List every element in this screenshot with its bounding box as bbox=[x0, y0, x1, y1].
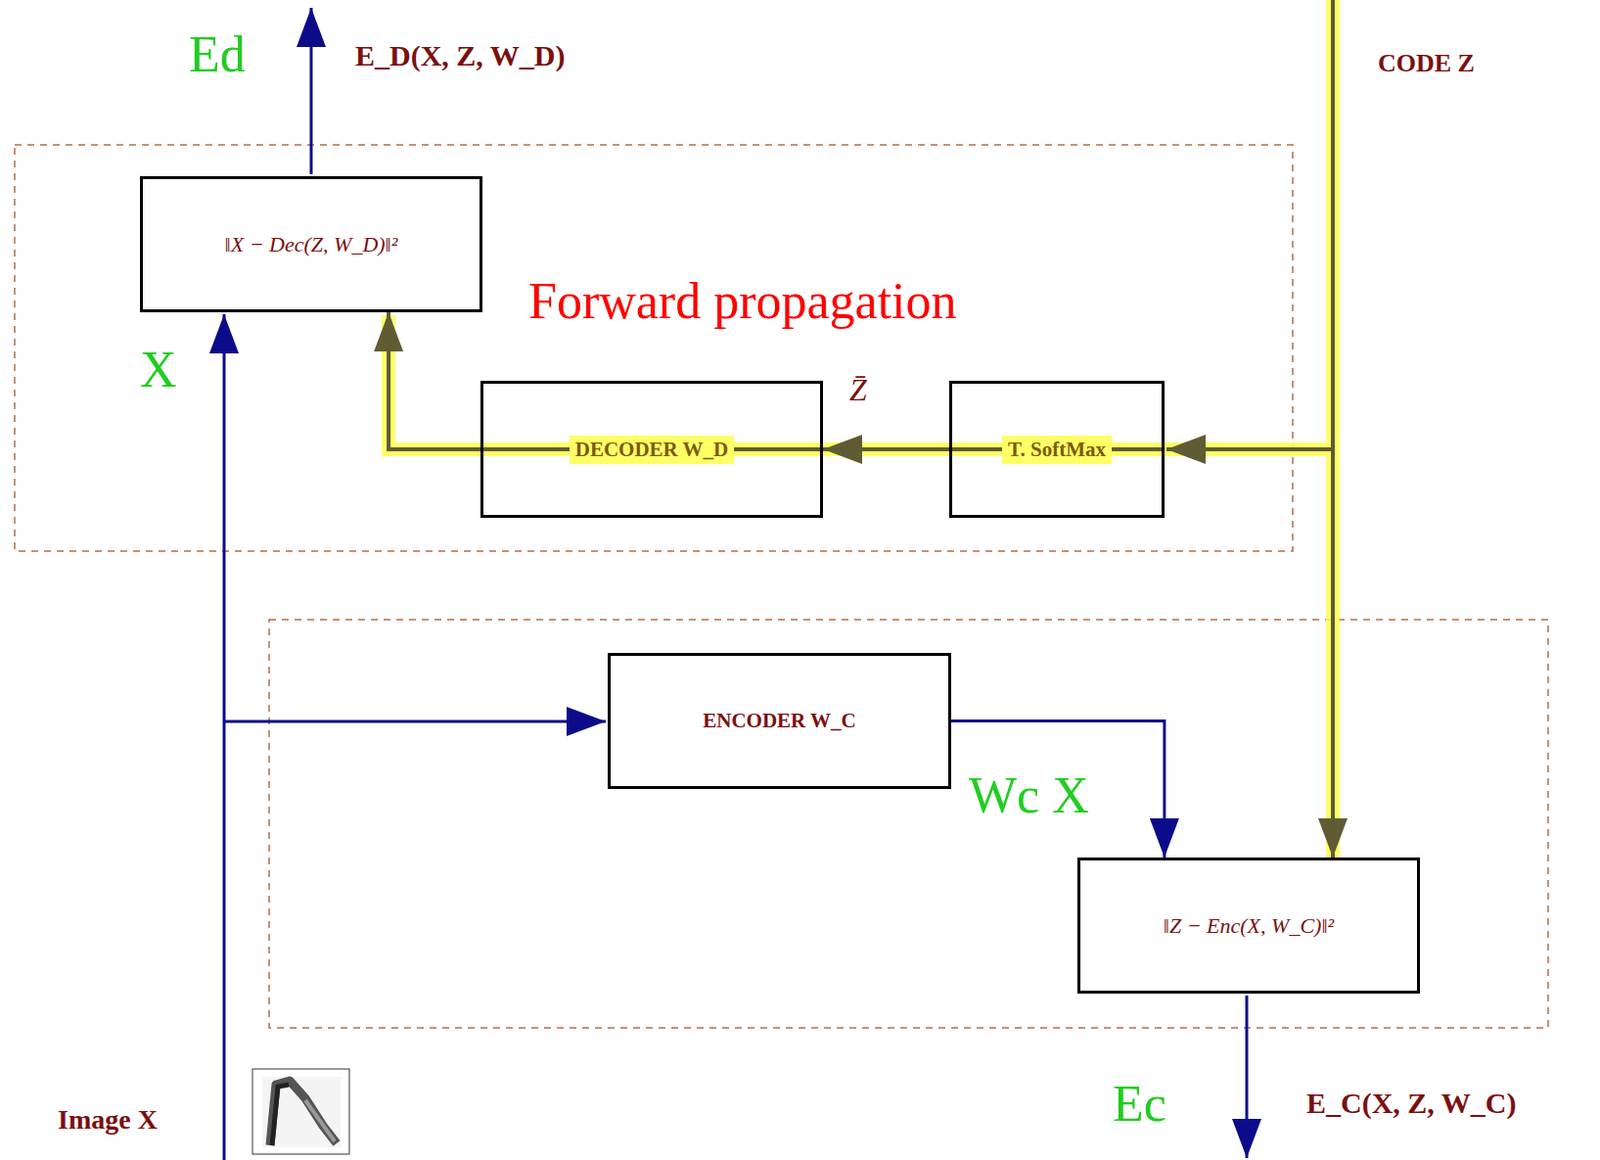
softmax-box: T. SoftMax bbox=[949, 380, 1165, 518]
icon-ground bbox=[262, 1076, 341, 1147]
annotation: Forward propagation bbox=[528, 272, 958, 330]
energy-name: Ec bbox=[1112, 1074, 1167, 1133]
input-image-icon bbox=[252, 1068, 350, 1154]
edge-label: Z̄ bbox=[849, 371, 868, 409]
icon-stroke bbox=[272, 1084, 289, 1145]
icon-frame bbox=[252, 1068, 350, 1154]
connector-arrow bbox=[388, 312, 481, 450]
group-outline bbox=[14, 144, 1293, 551]
highlight-path bbox=[388, 0, 1333, 858]
encoder-box: ENCODER W_C bbox=[607, 652, 952, 789]
input-line bbox=[223, 314, 227, 1160]
energy-formula: E_C(X, Z, W_C) bbox=[1306, 1086, 1516, 1120]
icon-stroke bbox=[305, 1099, 335, 1142]
output-arrow bbox=[1245, 995, 1249, 1158]
input-name: CODE Z bbox=[1377, 48, 1475, 79]
box-label: ENCODER W_C bbox=[696, 706, 863, 735]
energy-box: ‖Z − Enc(X, W_C)‖² bbox=[1077, 857, 1420, 994]
code-line bbox=[1330, 0, 1335, 858]
energy-formula: E_D(X, Z, W_D) bbox=[355, 39, 565, 73]
box-label: ‖X − Dec(Z, W_D)‖² bbox=[219, 229, 405, 260]
connector-arrow bbox=[822, 447, 950, 452]
energy-box: ‖X − Dec(Z, W_D)‖² bbox=[139, 176, 483, 313]
input-branch bbox=[224, 720, 606, 724]
input-name: Image X bbox=[57, 1103, 158, 1136]
box-label: DECODER W_D bbox=[569, 435, 735, 464]
energy-name: Ed bbox=[188, 25, 246, 84]
connector-arrow bbox=[951, 721, 1165, 859]
box-label: ‖Z − Enc(X, W_C)‖² bbox=[1157, 911, 1340, 941]
box-label: T. SoftMax bbox=[1002, 435, 1112, 464]
edge-label: Wc X bbox=[968, 766, 1090, 824]
signal-name: X bbox=[139, 340, 178, 399]
decoder-box: DECODER W_D bbox=[480, 380, 823, 518]
icon-stroke bbox=[270, 1080, 337, 1145]
group-outline bbox=[269, 619, 1549, 1028]
code-branch bbox=[1166, 447, 1333, 452]
output-arrow bbox=[310, 7, 314, 175]
